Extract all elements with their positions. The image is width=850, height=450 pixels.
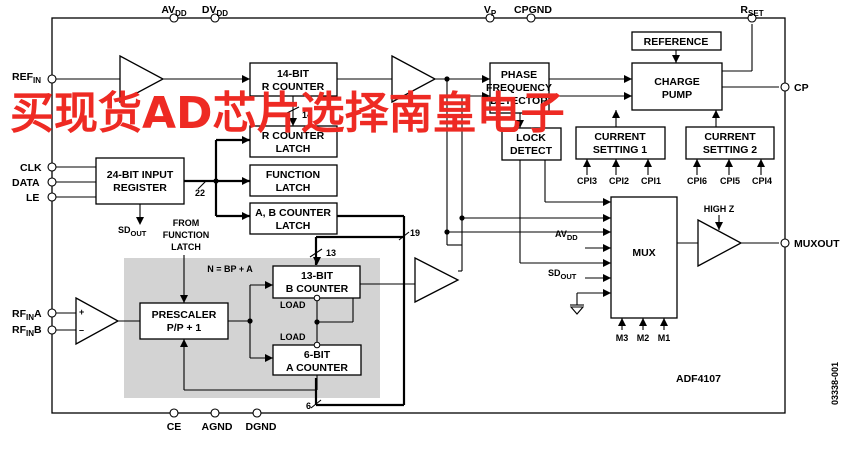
cpi4-label: CPI4: [752, 176, 772, 186]
part-number-label: ADF4107: [676, 373, 721, 385]
mux-sdout-label: SDOUT: [548, 268, 577, 281]
amp-minus-sign: –: [79, 325, 84, 335]
junction-dots: [213, 76, 465, 325]
cpi2-label: CPI2: [609, 176, 629, 186]
agnd-pin-label: AGND: [202, 421, 233, 433]
refin-pin-label: REFIN: [12, 71, 41, 85]
b-counter-block: [272, 265, 361, 299]
cpgnd-pin-label: CPGND: [514, 4, 552, 16]
cpi5-label: CPI5: [720, 176, 740, 186]
bus-width-22: 22: [195, 188, 205, 198]
data-pin-label: DATA: [12, 177, 40, 189]
bus-width-14: 14: [302, 110, 312, 120]
pin-circles: [47, 13, 790, 418]
ce-pin-label: CE: [167, 421, 182, 433]
load-label-b: LOAD: [280, 300, 306, 310]
a-counter-block: [272, 344, 362, 376]
m2-label: M2: [637, 333, 650, 343]
sdout-label: SDOUT: [118, 225, 147, 238]
dvdd-pin-label: DVDD: [202, 4, 228, 18]
bus-width-6: 6: [306, 401, 311, 411]
rfina-pin-label: RFINA: [12, 308, 42, 322]
arrowheads: [136, 55, 765, 362]
reference-block: [631, 31, 722, 51]
function-latch-block: [249, 164, 338, 197]
vp-pin-label: VP: [484, 4, 497, 18]
cpi1-label: CPI1: [641, 176, 661, 186]
figure-number: 03338-001: [830, 362, 840, 405]
avdd-pin-label: AVDD: [161, 4, 187, 18]
high-z-label: HIGH Z: [704, 204, 735, 214]
rf-input-amp: [75, 296, 120, 346]
input-register-block: [95, 157, 185, 205]
ab-counter-latch-block: [249, 202, 338, 235]
muxout-buffer-amp: [697, 218, 743, 268]
r-counter-latch-block: [249, 125, 338, 158]
current-setting-2-block: [685, 126, 775, 160]
prescaler-block: [139, 302, 229, 340]
rset-pin-label: RSET: [740, 4, 763, 18]
pfd-block: [489, 62, 550, 114]
m3-label: M3: [616, 333, 629, 343]
mux-label: MUX: [632, 247, 655, 259]
cp-pin-label: CP: [794, 82, 809, 94]
lock-detect-block: [501, 127, 562, 161]
r-buffer-amp: [391, 54, 437, 104]
current-setting-1-block: [575, 126, 666, 160]
rfinb-pin-label: RFINB: [12, 324, 42, 338]
clk-pin-label: CLK: [20, 162, 42, 174]
load-label-a: LOAD: [280, 332, 306, 342]
n-equation-label: N = BP + A: [207, 264, 253, 274]
mux-block: [610, 196, 678, 319]
signal-wires: [56, 24, 779, 409]
muxout-pin-label: MUXOUT: [794, 238, 840, 250]
bus-width-19: 19: [410, 228, 420, 238]
reference-label: REFERENCE: [644, 36, 709, 48]
n-buffer-amp: [414, 256, 460, 304]
amp-plus-sign: +: [79, 307, 84, 317]
mux-avdd-label: AVDD: [555, 229, 578, 242]
watermark-text: 买现货AD芯片选择南皇电子: [10, 88, 565, 139]
bus-width-13: 13: [326, 248, 336, 258]
m1-label: M1: [658, 333, 671, 343]
charge-pump-block: [631, 62, 723, 111]
ref-buffer-amp: [119, 54, 165, 104]
cpi3-label: CPI3: [577, 176, 597, 186]
le-pin-label: LE: [26, 192, 39, 204]
cpi6-label: CPI6: [687, 176, 707, 186]
chip-outline: [51, 17, 786, 414]
dgnd-pin-label: DGND: [246, 421, 277, 433]
small-load-circles: [313, 294, 321, 349]
r-counter-block: [249, 62, 338, 97]
